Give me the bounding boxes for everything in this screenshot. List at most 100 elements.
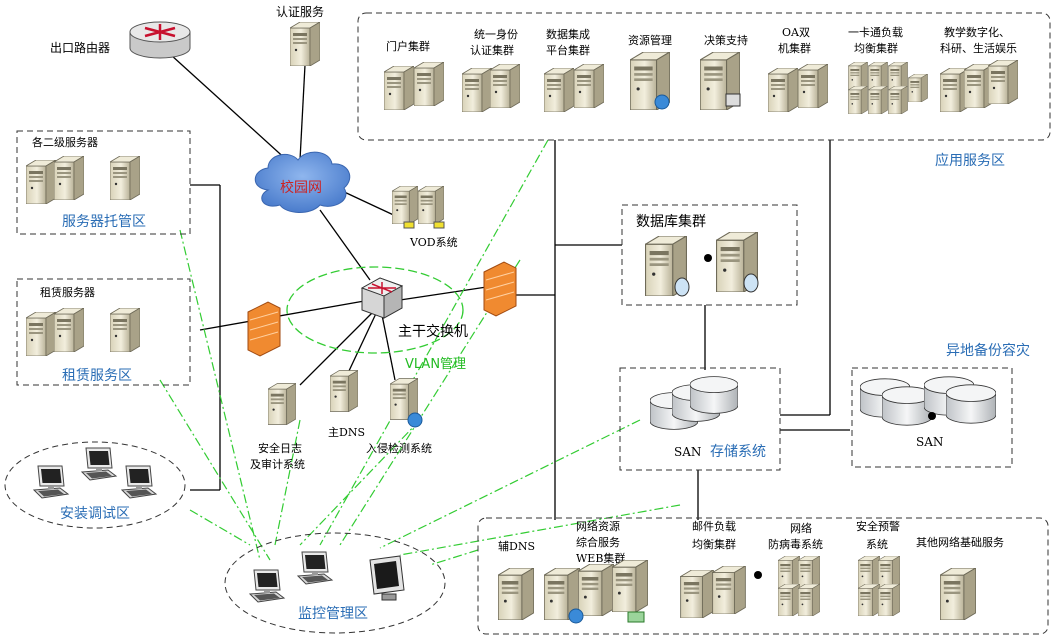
server-icon	[848, 86, 868, 114]
app-item-portal: 门户集群	[384, 39, 444, 110]
svg-text:均衡集群: 均衡集群	[854, 41, 898, 55]
app-item-data-integration: 数据集成 平台集群	[544, 27, 604, 112]
monitor-zone-ellipse	[224, 532, 446, 634]
globe-icon	[654, 94, 670, 110]
dns-label: 主DNS	[328, 426, 365, 439]
server-icon	[712, 566, 746, 614]
svg-text:网络: 网络	[790, 521, 812, 535]
monitor-screen-icon	[369, 555, 405, 601]
router-label: 出口路由器	[50, 40, 110, 55]
computer-icon	[249, 569, 285, 603]
app-item-teaching: 教学数字化、 科研、生活娱乐	[940, 25, 1018, 112]
server-icon	[778, 556, 800, 588]
svg-text:均衡集群: 均衡集群	[692, 537, 736, 551]
server-icon	[498, 568, 534, 620]
globe-icon	[407, 412, 423, 428]
server-icon	[680, 570, 714, 618]
auth-label: 认证服务	[276, 4, 324, 19]
database-icon	[674, 277, 690, 297]
monitor-title: 监控管理区	[298, 606, 368, 622]
server-icon	[940, 568, 976, 620]
svg-text:一卡通负载: 一卡通负载	[848, 25, 903, 39]
server-icon	[54, 308, 84, 352]
server-icon	[574, 64, 604, 108]
vod-server-icon	[392, 186, 418, 224]
lease-caption: 租赁服务器	[40, 285, 95, 299]
globe-icon	[568, 608, 584, 624]
svg-text:机集群: 机集群	[778, 41, 811, 55]
connection-lines	[159, 44, 850, 520]
bottom-zone: 辅DNS 网络资源 综合服务 WEB集群 邮件负载 均衡集群 网络 防病毒系统 …	[498, 519, 1004, 624]
link-dot	[704, 254, 712, 262]
computer-icon	[81, 447, 117, 481]
core-switch-label: 主干交换机	[398, 323, 468, 340]
database-icon	[743, 273, 759, 293]
vod-server-icon	[418, 186, 444, 224]
ids-label: 入侵检测系统	[366, 441, 432, 455]
server-icon	[414, 62, 444, 106]
app-zone: 门户集群 统一身份 认证集群 数据集成 平台集群 资源管理 决策支持 OA双	[384, 25, 1018, 169]
backup-title: 异地备份容灾	[946, 342, 1030, 359]
db-zone: 数据库集群	[636, 213, 759, 297]
server-icon	[462, 68, 492, 112]
vlan-ellipse	[286, 266, 464, 354]
install-zone-ellipse	[4, 441, 186, 529]
computer-icon	[297, 551, 333, 585]
firewall-icon	[483, 261, 517, 317]
security-systems: 安全日志 及审计系统 主DNS 入侵检测系统	[250, 370, 432, 471]
storage-zone-box	[619, 367, 781, 471]
server-icon	[384, 66, 414, 110]
svg-text:防病毒系统: 防病毒系统	[768, 537, 823, 551]
server-icon	[54, 156, 84, 200]
disk-icon	[690, 376, 738, 414]
storage-zone: SAN 存储系统	[650, 376, 766, 460]
server-icon	[330, 370, 358, 412]
server-icon	[544, 68, 574, 112]
svg-text:其他网络基础服务: 其他网络基础服务	[916, 535, 1004, 549]
server-icon	[868, 86, 888, 114]
server-icon	[26, 160, 56, 204]
server-icon	[878, 556, 900, 588]
server-icon	[848, 62, 868, 90]
storage-san: SAN	[674, 445, 701, 459]
db-title: 数据库集群	[636, 213, 706, 230]
server-icon	[858, 584, 880, 616]
lease-title: 租赁服务区	[62, 368, 132, 384]
server-icon	[490, 64, 520, 108]
svg-text:系统: 系统	[866, 538, 888, 551]
install-title: 安装调试区	[60, 506, 130, 522]
svg-text:平台集群: 平台集群	[546, 43, 590, 57]
svg-text:认证集群: 认证集群	[470, 43, 514, 57]
sec-dns-label: 辅DNS	[498, 539, 535, 553]
server-icon	[868, 62, 888, 90]
svg-text:教学数字化、: 教学数字化、	[944, 25, 1010, 39]
svg-text:邮件负载: 邮件负载	[692, 519, 736, 533]
app-item-card-lb: 一卡通负载 均衡集群	[848, 25, 928, 114]
monitor-icon	[725, 93, 741, 107]
disk-icon	[946, 384, 996, 424]
server-icon	[268, 383, 296, 425]
db-zone-box	[621, 204, 798, 306]
server-icon	[768, 68, 798, 112]
svg-text:统一身份: 统一身份	[474, 27, 518, 41]
core-switch-icon	[360, 277, 404, 319]
server-icon	[988, 60, 1018, 104]
lease-zone-box	[16, 278, 191, 386]
storage-title: 存储系统	[710, 444, 766, 460]
hosting-zone-box	[16, 130, 191, 235]
svg-text:OA双: OA双	[782, 26, 810, 39]
log-label-1: 安全日志	[258, 441, 302, 455]
vod-tape-icon	[433, 221, 445, 229]
auth-server-icon	[290, 22, 320, 66]
backup-zone-box	[851, 367, 1013, 468]
computer-icon	[33, 465, 69, 499]
cloud-label: 校园网	[280, 179, 322, 196]
svg-text:安全预警: 安全预警	[856, 519, 900, 533]
campus-network-cloud-icon	[254, 151, 351, 213]
app-item-decision-support: 决策支持	[700, 33, 748, 110]
server-icon	[798, 556, 820, 588]
document-icon	[627, 611, 645, 623]
app-item-resource-mgmt: 资源管理	[628, 33, 672, 110]
svg-text:综合服务: 综合服务	[576, 535, 620, 549]
hosting-zone: 各二级服务器 服务器托管区	[26, 135, 146, 230]
